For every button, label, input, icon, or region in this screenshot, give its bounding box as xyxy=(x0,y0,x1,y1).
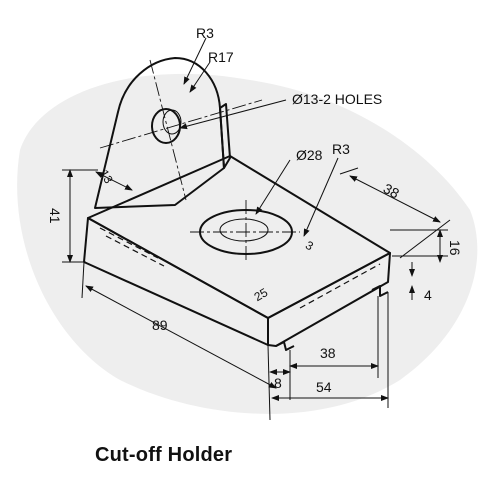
upright-support xyxy=(94,57,225,209)
slot-hidden-line-1 xyxy=(99,227,159,259)
counterbore-inner xyxy=(219,218,269,242)
label-38-bottom: 38 xyxy=(320,345,336,361)
drawing-caption: Cut-off Holder xyxy=(95,444,233,466)
label-54: 54 xyxy=(316,379,332,395)
side-notch xyxy=(371,285,389,297)
upright-hole-back xyxy=(162,109,182,135)
label-25: 25 xyxy=(252,285,271,304)
label-41: 41 xyxy=(47,208,63,224)
label-89: 89 xyxy=(152,317,168,333)
upright-centerline-v xyxy=(149,59,187,201)
slot-hidden-line-2 xyxy=(105,235,165,267)
label-d28: Ø28 xyxy=(296,147,323,163)
label-r3-mid: R3 xyxy=(332,141,350,157)
slot-hidden-line-3 xyxy=(299,263,381,309)
label-4: 4 xyxy=(424,287,432,303)
label-holes: Ø13-2 HOLES xyxy=(292,91,382,107)
front-notch xyxy=(275,341,295,351)
dimensions xyxy=(62,37,451,421)
label-16: 16 xyxy=(447,240,463,256)
upright-side xyxy=(219,103,231,169)
label-13: 13 xyxy=(97,167,116,186)
label-38-top: 38 xyxy=(381,180,402,202)
label-r17: R17 xyxy=(208,49,234,65)
label-8: 8 xyxy=(274,375,282,391)
upright-centerline-h xyxy=(99,99,263,149)
label-r3-top: R3 xyxy=(196,25,214,41)
